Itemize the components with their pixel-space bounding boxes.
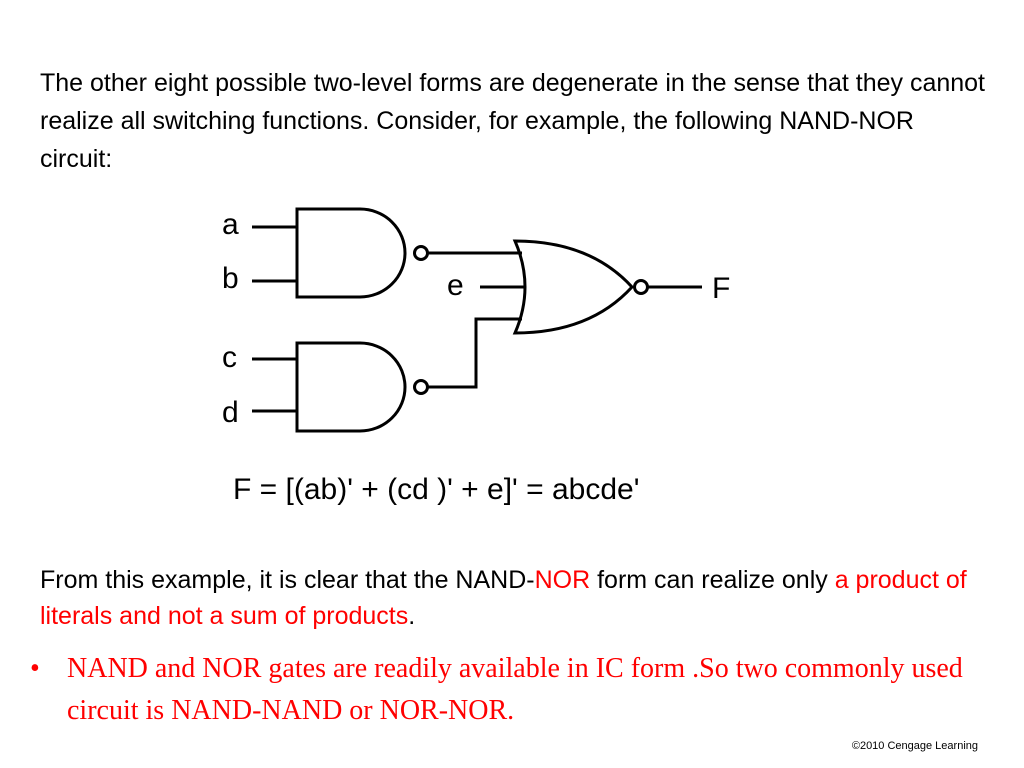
label-b: b <box>222 262 239 295</box>
label-c: c <box>222 341 237 374</box>
highlight-product-of-literals: a product of literals and not a sum of p… <box>40 566 967 630</box>
bullet-point: • NAND and NOR gates are readily availab… <box>30 648 990 732</box>
bullet-marker: • <box>30 653 40 684</box>
label-output-f: F <box>712 272 730 305</box>
upper-nand-bubble <box>413 245 429 261</box>
nor-gate <box>512 239 635 335</box>
boolean-formula: F = [(ab)' + (cd )' + e]' = abcde' <box>233 473 640 506</box>
conclusion-text-3: . <box>408 602 416 630</box>
intro-paragraph: The other eight possible two-level forms… <box>40 69 986 173</box>
upper-nand-gate <box>295 207 407 299</box>
nand-nor-circuit-diagram: a b c d e F <box>222 207 730 433</box>
label-a: a <box>222 208 239 241</box>
copyright-notice: ©2010 Cengage Learning <box>851 740 978 752</box>
nor-bubble <box>633 279 649 295</box>
lower-nand-bubble <box>413 379 429 395</box>
label-e: e <box>447 269 464 302</box>
conclusion-text-1: From this example, it is clear that the … <box>40 566 535 594</box>
wire-lower-to-nor <box>428 317 522 389</box>
lower-nand-gate <box>295 341 407 433</box>
highlight-nor: NOR <box>534 566 591 594</box>
conclusion-paragraph: From this example, it is clear that the … <box>40 562 1000 634</box>
conclusion-text-2: form can realize only <box>590 566 835 594</box>
label-d: d <box>222 396 239 429</box>
bullet-text: NAND and NOR gates are readily available… <box>67 653 963 726</box>
